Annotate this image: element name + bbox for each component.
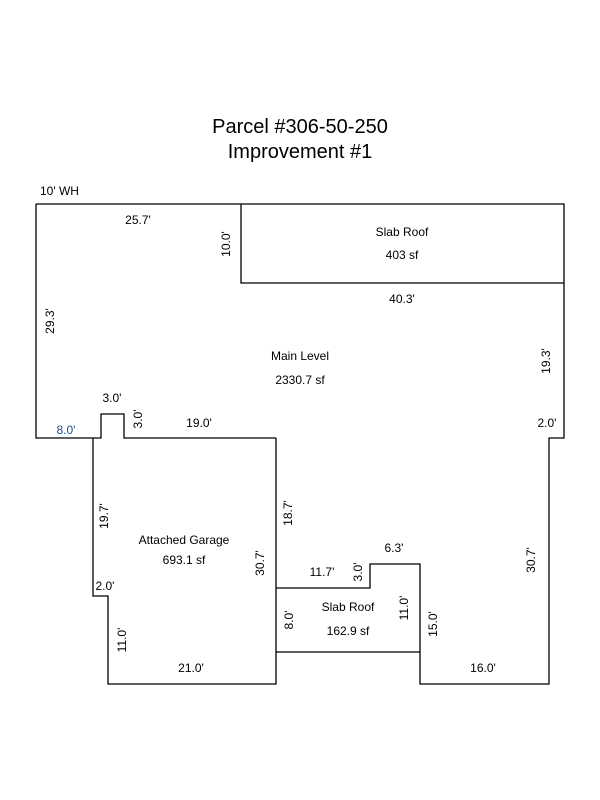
dim-lower-right-bottom: 16.0' [470, 661, 496, 675]
dim-notch-height: 3.0' [131, 410, 145, 429]
dim-garage-left-lower: 11.0' [115, 628, 129, 653]
dim-slab-bottom-right: 11.0' [397, 596, 411, 621]
diagram-title-improvement: Improvement #1 [227, 141, 373, 163]
dim-left-height: 29.3' [43, 308, 57, 334]
dim-garage-step: 2.0' [96, 579, 115, 593]
dim-right-upper-height: 19.3' [539, 348, 553, 374]
dim-slab-bottom-right-top: 6.3' [385, 541, 404, 555]
slab-roof-bottom-outline [276, 563, 421, 652]
slab-roof-bottom-area: 162.9 sf [327, 624, 370, 638]
notch-outline [93, 413, 276, 439]
building-outline [35, 203, 565, 685]
dim-lower-right-height: 30.7' [524, 547, 538, 573]
dim-garage-bottom: 21.0' [178, 661, 204, 675]
dim-right-step: 2.0' [538, 416, 557, 430]
dim-slab-top-height: 10.0' [219, 231, 233, 257]
garage-area: 693.1 sf [163, 553, 206, 567]
dim-slab-top-width: 40.3' [389, 292, 415, 306]
main-level-area: 2330.7 sf [275, 373, 325, 387]
dim-slab-bottom-notch: 3.0' [351, 563, 365, 582]
dim-left-step: 8.0' [57, 423, 76, 437]
dim-garage-right-upper: 18.7' [281, 500, 295, 526]
dim-top-left-width: 25.7' [125, 213, 151, 227]
dim-slab-bottom-left: 8.0' [282, 611, 296, 630]
garage-name: Attached Garage [139, 533, 230, 547]
dim-lower-right-inner: 15.0' [426, 611, 440, 637]
dim-garage-top: 19.0' [186, 416, 212, 430]
slab-roof-top-name: Slab Roof [376, 225, 429, 239]
slab-roof-top-area: 403 sf [386, 248, 419, 262]
dim-slab-bottom-top: 11.7' [310, 565, 335, 579]
slab-roof-top-outline [240, 204, 564, 284]
dim-notch-width: 3.0' [103, 391, 122, 405]
dim-wh: 10' WH [40, 184, 79, 198]
diagram-title-parcel: Parcel #306-50-250 [212, 116, 388, 138]
main-level-name: Main Level [271, 349, 329, 363]
slab-roof-bottom-name: Slab Roof [322, 600, 375, 614]
dim-garage-height: 30.7' [253, 550, 267, 576]
dim-garage-left-upper: 19.7' [97, 503, 111, 529]
